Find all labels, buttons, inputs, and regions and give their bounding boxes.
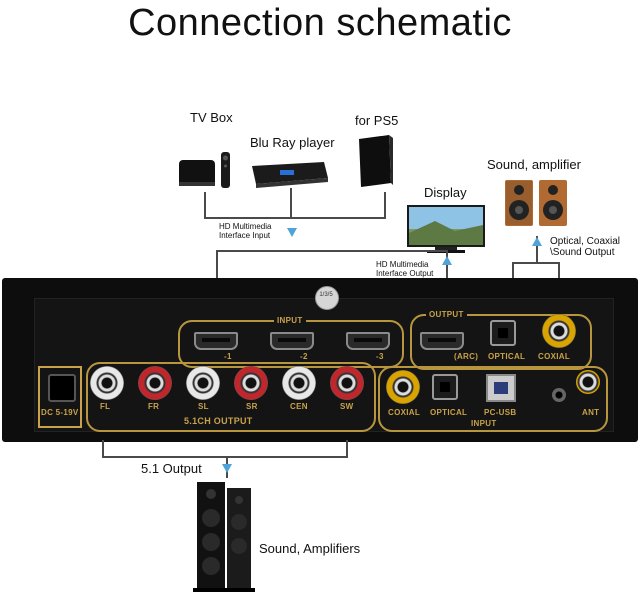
rca-output-panel: [86, 362, 376, 432]
optical-out-right: [558, 262, 560, 280]
output51-label: 5.1 Output: [141, 461, 202, 476]
antenna-port[interactable]: [576, 370, 600, 394]
arc-label: (ARC): [454, 352, 479, 361]
ps5-label: for PS5: [355, 113, 399, 128]
ps5-image: [355, 135, 395, 190]
hdmi-input-arrow: [287, 228, 297, 237]
tv-box-label: TV Box: [190, 110, 233, 125]
rca-sw-label: SW: [340, 402, 354, 411]
decoder-unit: 1/3/5 INPUT -1 -2 -3 OUTPUT (ARC) OPTICA…: [2, 278, 638, 442]
coaxial-output-port[interactable]: [542, 314, 576, 348]
rca-fr-port[interactable]: [138, 366, 172, 400]
hdmi-input-1-label: -1: [224, 352, 232, 361]
hdmi-output-label-1: HD Multimedia: [376, 260, 429, 269]
hdmi-input-2-label: -2: [300, 352, 308, 361]
optical-out-up: [536, 236, 538, 264]
page-title: Connection schematic: [128, 2, 512, 44]
display-image: [405, 203, 487, 255]
rca-fl-port[interactable]: [90, 366, 124, 400]
aux-jack[interactable]: [552, 388, 566, 402]
pc-usb-label: PC-USB: [484, 408, 517, 417]
output51-left: [102, 440, 104, 458]
sound-amp-label: Sound, amplifier: [487, 157, 581, 172]
hdmi-out-line: [446, 250, 448, 280]
rca-sl-port[interactable]: [186, 366, 220, 400]
bluray-player-image: [250, 158, 330, 188]
optical-output-label-2: \Sound Output: [550, 247, 615, 258]
hdmi-output-arrow: [442, 256, 452, 265]
tv-box-image: [177, 150, 230, 190]
floor-speakers-image: [193, 480, 255, 594]
coaxial-input-label: COXIAL: [388, 408, 421, 417]
hdmi-input-3-port[interactable]: [346, 332, 390, 350]
dc-jack[interactable]: [48, 374, 76, 402]
rca-sr-port[interactable]: [234, 366, 268, 400]
hdmi-in-drop-left: [216, 250, 218, 280]
hdmi-input-bus: [204, 217, 386, 219]
hdmi-input-label-1: HD Multimedia: [219, 222, 272, 231]
antenna-label: ANT: [582, 408, 600, 417]
optical-output-label-1: Optical, Coaxial: [550, 236, 621, 247]
dc-label: DC 5-19V: [41, 408, 79, 417]
optical-input-label: OPTICAL: [430, 408, 468, 417]
bluray-label: Blu Ray player: [250, 135, 335, 150]
audio-input-title: INPUT: [468, 419, 500, 428]
rca-sl-label: SL: [198, 402, 209, 411]
dc-power-panel: DC 5-19V: [38, 366, 82, 428]
output51-arrow: [222, 464, 232, 473]
hdmi-output-label-2: Interface Output: [376, 269, 434, 278]
hdmi-input-title: INPUT: [274, 316, 306, 325]
floor-speakers-label: Sound, Amplifiers: [259, 541, 361, 556]
pc-usb-port[interactable]: [486, 374, 516, 402]
optical-output-label: OPTICAL: [488, 352, 526, 361]
coaxial-output-label: COXIAL: [538, 352, 571, 361]
rca-sw-port[interactable]: [330, 366, 364, 400]
display-label: Display: [424, 185, 467, 200]
rca-output-title: 5.1CH OUTPUT: [184, 416, 253, 426]
coaxial-input-port[interactable]: [386, 370, 420, 404]
tvbox-line: [204, 192, 206, 218]
rca-cen-port[interactable]: [282, 366, 316, 400]
hdmi-input-label-2: Interface Input: [219, 231, 271, 240]
selector-knob: [315, 286, 339, 310]
hdmi-input-3-label: -3: [376, 352, 384, 361]
bluray-line: [290, 188, 292, 218]
output-panel: [410, 314, 592, 370]
rca-sr-label: SR: [246, 402, 258, 411]
hdmi-input-2-port[interactable]: [270, 332, 314, 350]
optical-output-arrow: [532, 237, 542, 246]
output51-bar: [102, 456, 348, 458]
optical-output-port[interactable]: [490, 320, 516, 346]
bookshelf-speakers-image: [503, 178, 573, 228]
optical-input-port[interactable]: [432, 374, 458, 400]
ps5-line: [384, 192, 386, 218]
hdmi-in-bar: [216, 250, 448, 252]
hdmi-arc-port[interactable]: [420, 332, 464, 350]
output51-right: [346, 440, 348, 458]
optical-out-left: [512, 262, 514, 280]
rca-fr-label: FR: [148, 402, 160, 411]
output-title: OUTPUT: [426, 310, 467, 319]
knob-label: 1/3/5: [319, 292, 333, 298]
rca-fl-label: FL: [100, 402, 111, 411]
rca-cen-label: CEN: [290, 402, 308, 411]
audio-input-panel: [378, 366, 608, 432]
hdmi-input-1-port[interactable]: [194, 332, 238, 350]
